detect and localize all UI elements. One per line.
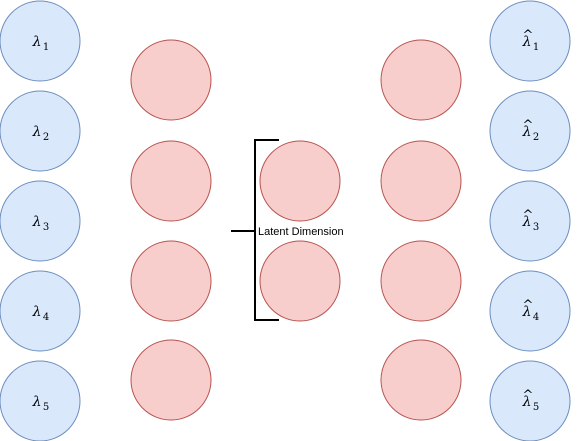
input-node-symbol: λ bbox=[32, 394, 42, 410]
decoder-hidden-node-circle bbox=[380, 339, 462, 421]
output-node-circle bbox=[489, 90, 571, 172]
input-node-symbol: λ bbox=[32, 34, 42, 50]
input-node-subscript: 4 bbox=[43, 312, 49, 323]
input-node-symbol: λ bbox=[32, 214, 42, 230]
decoder-hidden-node-2 bbox=[380, 140, 462, 222]
output-node-symbol: λ bbox=[522, 394, 532, 410]
decoder-hidden-node-circle bbox=[380, 240, 462, 322]
output-node-subscript: 4 bbox=[533, 312, 539, 323]
output-node-circle bbox=[489, 360, 571, 441]
output-node-hat: ^ bbox=[523, 388, 534, 403]
latent-dimension-label: Latent Dimension bbox=[258, 226, 344, 238]
encoder-hidden-node-circle bbox=[130, 140, 212, 222]
input-node-subscript: 3 bbox=[43, 222, 49, 233]
output-node-hat: ^ bbox=[523, 208, 534, 223]
output-node-circle bbox=[489, 270, 571, 352]
decoder-hidden-node-circle bbox=[380, 140, 462, 222]
encoder-hidden-node-circle bbox=[130, 339, 212, 421]
input-node-subscript: 1 bbox=[43, 42, 49, 53]
encoder-hidden-node-3 bbox=[130, 240, 212, 322]
input-node-circle bbox=[0, 360, 81, 441]
input-node-symbol: λ bbox=[32, 304, 42, 320]
input-node-circle bbox=[0, 180, 81, 262]
input-node-symbol: λ bbox=[32, 124, 42, 140]
encoder-hidden-layer bbox=[130, 39, 212, 421]
output-node-symbol: λ bbox=[522, 124, 532, 140]
output-node-subscript: 3 bbox=[533, 222, 539, 233]
latent-bracket bbox=[231, 139, 279, 321]
encoder-hidden-node-2 bbox=[130, 140, 212, 222]
output-node-subscript: 1 bbox=[533, 42, 539, 53]
decoder-hidden-node-1 bbox=[380, 39, 462, 121]
latent-node-circle bbox=[259, 240, 341, 322]
output-node-symbol: λ bbox=[522, 214, 532, 230]
output-node-circle bbox=[489, 0, 571, 82]
input-node-circle bbox=[0, 270, 81, 352]
encoder-hidden-node-4 bbox=[130, 339, 212, 421]
output-node-hat: ^ bbox=[523, 298, 534, 313]
latent-node-circle bbox=[259, 140, 341, 222]
latent-node-2 bbox=[259, 240, 341, 322]
decoder-hidden-node-4 bbox=[380, 339, 462, 421]
decoder-hidden-node-3 bbox=[380, 240, 462, 322]
input-node-circle bbox=[0, 90, 81, 172]
output-node-circle bbox=[489, 180, 571, 262]
output-node-subscript: 5 bbox=[533, 402, 539, 413]
output-node-hat: ^ bbox=[523, 118, 534, 133]
output-node-subscript: 2 bbox=[533, 132, 539, 143]
latent-node-1 bbox=[259, 140, 341, 222]
encoder-hidden-node-circle bbox=[130, 240, 212, 322]
encoder-hidden-node-circle bbox=[130, 39, 212, 121]
input-node-circle bbox=[0, 0, 81, 82]
output-node-hat: ^ bbox=[523, 28, 534, 43]
input-node-subscript: 2 bbox=[43, 132, 49, 143]
latent-layer bbox=[259, 140, 341, 322]
decoder-hidden-layer bbox=[380, 39, 462, 421]
encoder-hidden-node-1 bbox=[130, 39, 212, 121]
decoder-hidden-node-circle bbox=[380, 39, 462, 121]
output-node-symbol: λ bbox=[522, 34, 532, 50]
output-node-symbol: λ bbox=[522, 304, 532, 320]
input-node-subscript: 5 bbox=[43, 402, 49, 413]
